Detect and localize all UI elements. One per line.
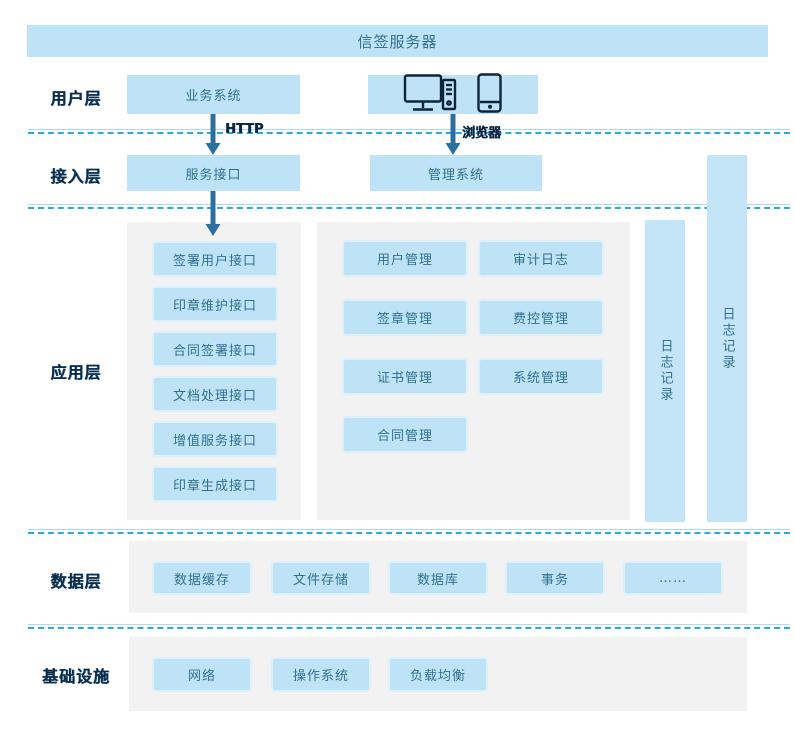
data-box: ……: [623, 561, 723, 595]
module-box: 用户管理: [342, 240, 468, 277]
layer-divider: [28, 204, 790, 209]
interface-box: 文档处理接口: [152, 376, 278, 412]
service-interface-box: 服务接口: [127, 155, 300, 191]
diagram-title: 信签服务器: [27, 25, 768, 57]
module-box: 费控管理: [478, 299, 604, 336]
access-layer-label: 接入层: [50, 167, 102, 186]
infra-box: 网络: [152, 657, 252, 692]
http-label: HTTP: [225, 122, 264, 137]
management-system-box: 管理系统: [370, 155, 542, 191]
terminal-box: [368, 72, 538, 117]
layer-divider: [28, 529, 790, 534]
arrow-down: [445, 114, 461, 155]
arrow-down: [205, 114, 221, 155]
log-record-bar-inner: 日志记录: [645, 220, 685, 522]
interface-box: 印章维护接口: [152, 286, 278, 322]
desktop-computer-icon: [403, 73, 457, 116]
module-box: 证书管理: [342, 358, 468, 395]
interface-box: 印章生成接口: [152, 466, 278, 502]
layer-divider: [28, 129, 790, 134]
module-box: 签章管理: [342, 299, 468, 336]
module-box: 合同管理: [342, 416, 468, 453]
business-system-box: 业务系统: [127, 75, 300, 114]
arrow-down: [205, 191, 221, 236]
module-box: 审计日志: [478, 240, 604, 277]
log-record-bar-outer: 日志记录: [707, 155, 747, 522]
interface-box: 签署用户接口: [152, 241, 278, 277]
user-layer-label: 用户层: [50, 89, 102, 108]
infra-box: 负载均衡: [388, 657, 488, 692]
infra-layer-label: 基础设施: [41, 667, 110, 686]
data-box: 数据缓存: [152, 561, 252, 595]
layer-divider: [28, 624, 790, 629]
interface-box: 增值服务接口: [152, 421, 278, 457]
app-layer-label: 应用层: [50, 363, 102, 382]
data-layer-label: 数据层: [50, 572, 102, 591]
data-box: 事务: [505, 561, 605, 595]
smartphone-icon: [477, 72, 503, 117]
data-box: 数据库: [388, 561, 488, 595]
interface-box: 合同签署接口: [152, 331, 278, 367]
infra-box: 操作系统: [271, 657, 371, 692]
browser-label: 浏览器: [462, 126, 502, 141]
data-box: 文件存储: [271, 561, 371, 595]
module-box: 系统管理: [478, 358, 604, 395]
